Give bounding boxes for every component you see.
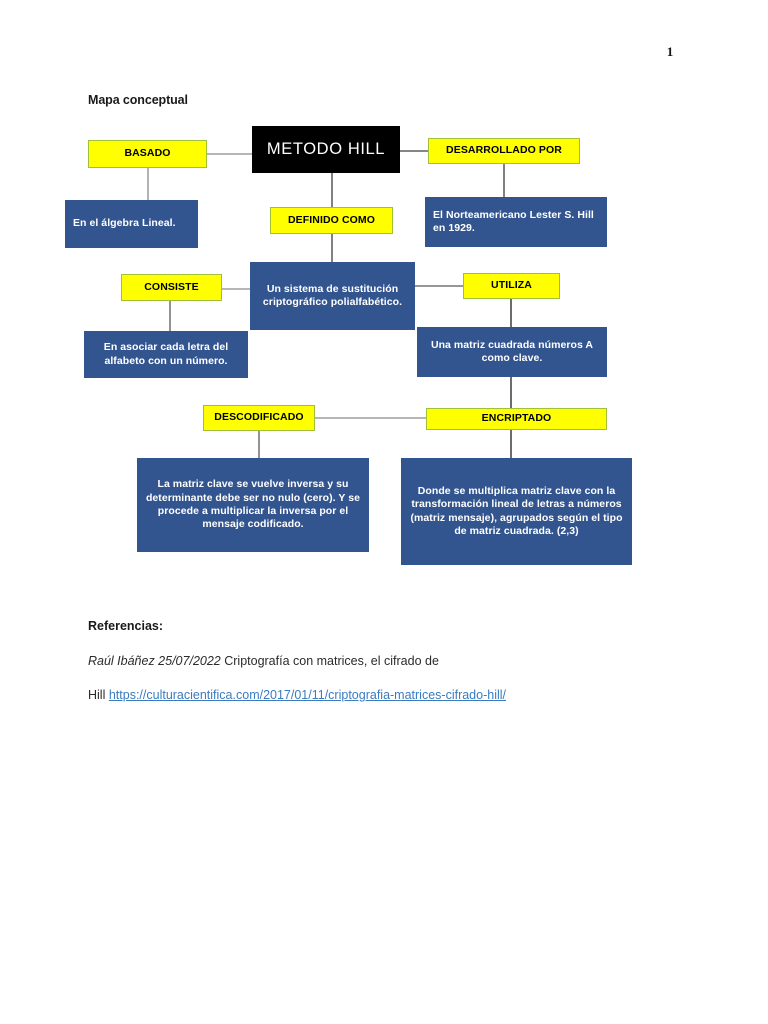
node-definido-como[interactable]: DEFINIDO COMO xyxy=(270,207,393,234)
node-desarrollado-detail-label: El Norteamericano Lester S. Hill en 1929… xyxy=(433,208,594,234)
node-basado-detail-label: En el álgebra Lineal. xyxy=(73,217,176,230)
node-desarrollado-por-label: DESARROLLADO POR xyxy=(446,144,562,157)
node-utiliza-label: UTILIZA xyxy=(491,279,532,292)
reference-author: Raúl Ibáñez 25/07/2022 xyxy=(88,654,221,668)
node-consiste-detail-label: En asociar cada letra del alfabeto con u… xyxy=(103,341,229,367)
node-utiliza-detail[interactable]: Una matriz cuadrada números A como clave… xyxy=(417,327,607,377)
node-descodificado[interactable]: DESCODIFICADO xyxy=(203,405,315,431)
node-consiste-label: CONSISTE xyxy=(144,280,199,293)
node-definido-como-label: DEFINIDO COMO xyxy=(287,213,376,226)
reference-url-prefix: Hill xyxy=(88,688,109,702)
node-descodificado-label: DESCODIFICADO xyxy=(214,411,304,424)
node-desarrollado-por[interactable]: DESARROLLADO POR xyxy=(428,138,580,164)
reference-title-text: Criptografía con matrices, el cifrado de xyxy=(220,654,439,668)
node-desarrollado-detail[interactable]: El Norteamericano Lester S. Hill en 1929… xyxy=(425,197,607,247)
reference-url-line: Hill https://culturacientifica.com/2017/… xyxy=(88,688,506,702)
page-number: 1 xyxy=(666,44,674,59)
node-consiste-detail[interactable]: En asociar cada letra del alfabeto con u… xyxy=(84,331,248,378)
concept-map-diagram: METODO HILL BASADO En el álgebra Lineal.… xyxy=(65,126,632,565)
node-encriptado-detail[interactable]: Donde se multiplica matriz clave con la … xyxy=(401,458,632,565)
reference-citation: Raúl Ibáñez 25/07/2022 Criptografía con … xyxy=(88,654,439,668)
node-basado-label: BASADO xyxy=(124,147,171,160)
connector-lines xyxy=(147,150,512,458)
node-metodo-hill[interactable]: METODO HILL xyxy=(252,126,400,173)
node-metodo-hill-label: METODO HILL xyxy=(266,139,386,158)
node-encriptado-label: ENCRIPTADO xyxy=(481,412,552,425)
node-consiste[interactable]: CONSISTE xyxy=(121,274,222,301)
page-title: Mapa conceptual xyxy=(88,93,188,107)
node-definicion[interactable]: Un sistema de sustitución criptográfico … xyxy=(250,262,415,330)
node-utiliza-detail-label: Una matriz cuadrada números A como clave… xyxy=(430,338,594,364)
node-definicion-label: Un sistema de sustitución criptográfico … xyxy=(262,282,403,308)
node-encriptado[interactable]: ENCRIPTADO xyxy=(426,408,607,430)
node-utiliza[interactable]: UTILIZA xyxy=(463,273,560,299)
node-descodificado-detail[interactable]: La matriz clave se vuelve inversa y su d… xyxy=(137,458,369,552)
node-descodificado-detail-label: La matriz clave se vuelve inversa y su d… xyxy=(145,478,361,531)
node-encriptado-detail-label: Donde se multiplica matriz clave con la … xyxy=(410,484,623,537)
references-heading: Referencias: xyxy=(88,619,164,633)
node-basado[interactable]: BASADO xyxy=(88,140,207,168)
node-basado-detail[interactable]: En el álgebra Lineal. xyxy=(65,200,198,248)
reference-url-link[interactable]: https://culturacientifica.com/2017/01/11… xyxy=(108,688,507,702)
